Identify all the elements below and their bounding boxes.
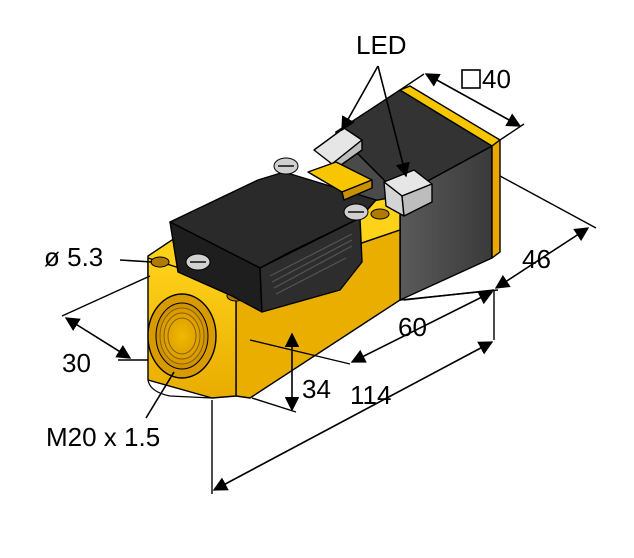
screw-icon (343, 203, 369, 221)
dim-114-label: 114 (350, 380, 391, 410)
led-label: LED (356, 30, 407, 60)
cap-front (169, 221, 263, 313)
dim-60-label: 60 (398, 312, 427, 342)
square-dimension-label: 40 (482, 64, 511, 94)
sensing-face-side (491, 139, 501, 259)
dim-30-label: 30 (62, 348, 91, 378)
dimension-lines (61, 65, 597, 494)
thread-label: M20 x 1.5 (46, 422, 160, 452)
dim-46-label: 46 (522, 244, 551, 274)
dimension-labels: LED 40 ø 5.3 30 34 60 46 114 M20 x 1.5 (44, 30, 551, 452)
screw-icon (185, 253, 211, 271)
cap-ribs (269, 233, 353, 295)
sensor-body (147, 85, 501, 399)
screw-icon (273, 157, 299, 175)
square-symbol-icon (461, 69, 481, 89)
mount-hole-rear (370, 208, 390, 220)
dim-34-label: 34 (302, 374, 331, 404)
mount-hole-front (150, 256, 170, 268)
hole-diameter-label: ø 5.3 (44, 242, 103, 272)
